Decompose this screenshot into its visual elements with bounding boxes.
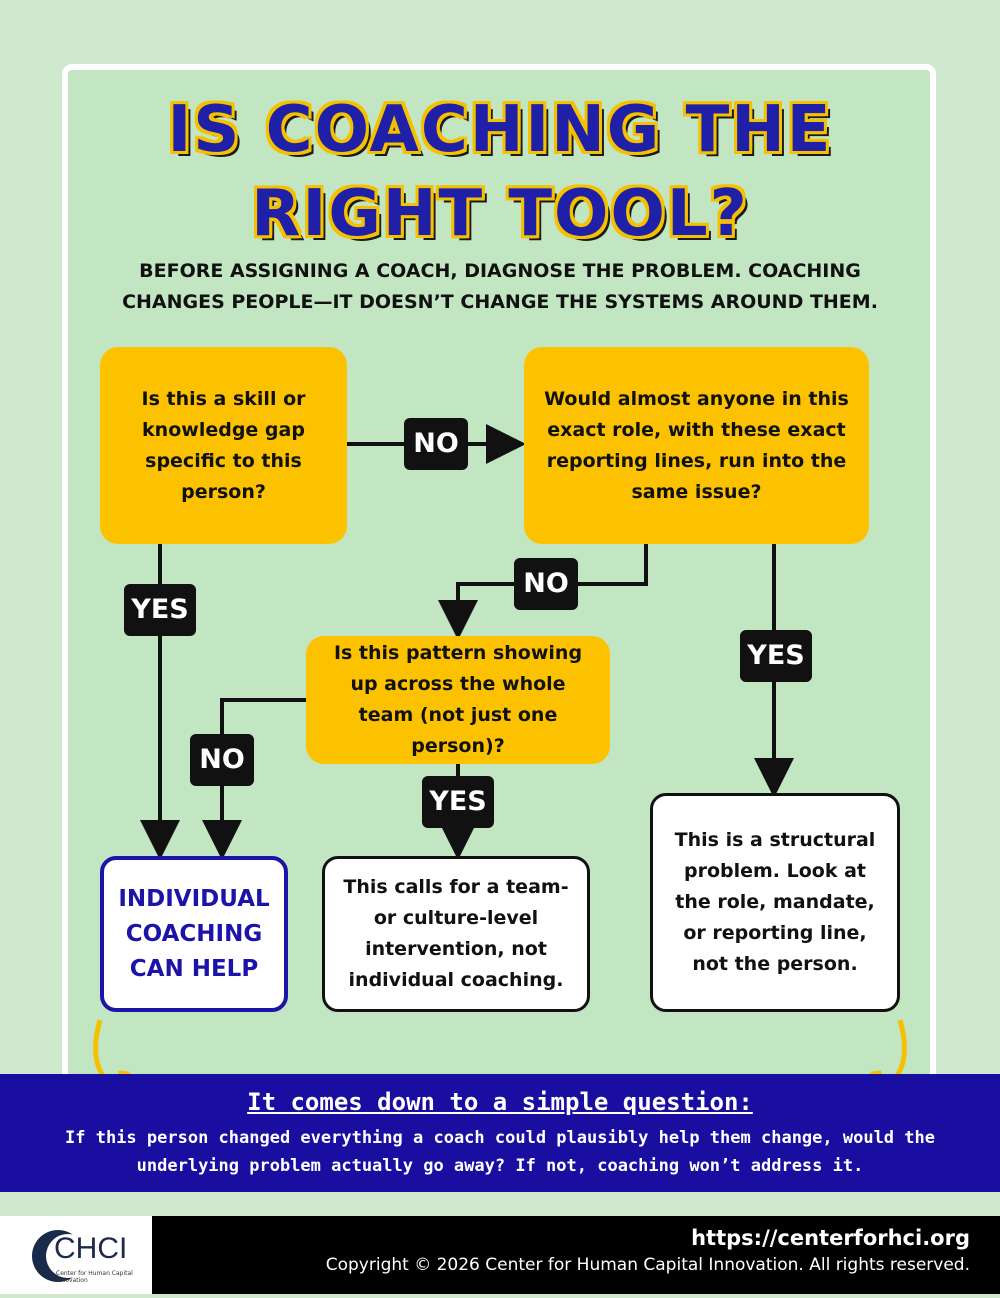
title-line-2: RIGHT TOOL? bbox=[251, 177, 749, 251]
label-no-2: NO bbox=[514, 558, 578, 610]
label-yes-2: YES bbox=[740, 630, 812, 682]
website-link[interactable]: https://centerforhci.org bbox=[691, 1226, 970, 1250]
label-no-1: NO bbox=[404, 418, 468, 470]
title-line-1: IS COACHING THE bbox=[167, 93, 833, 167]
band-text: If this person changed everything a coac… bbox=[65, 1128, 935, 1176]
label-yes-3: YES bbox=[422, 776, 494, 828]
label-no-3: NO bbox=[190, 734, 254, 786]
logo-circle-icon bbox=[32, 1230, 90, 1282]
question-role-issue: Would almost anyone in this exact role, … bbox=[524, 347, 869, 544]
question-team-pattern: Is this pattern showing up across the wh… bbox=[306, 636, 610, 764]
answer-individual-coaching: INDIVIDUAL COACHING CAN HELP bbox=[100, 856, 288, 1012]
logo-subtext: Center for Human Capital Innovation bbox=[56, 1270, 133, 1284]
answer-structural-problem: This is a structural problem. Look at th… bbox=[650, 793, 900, 1012]
question-skill-gap: Is this a skill or knowledge gap specifi… bbox=[100, 347, 347, 544]
logo-text: CHCI bbox=[54, 1232, 128, 1265]
subtitle-line-2: CHANGES PEOPLE—IT DOESN’T CHANGE THE SYS… bbox=[122, 291, 878, 313]
label-yes-1: YES bbox=[124, 584, 196, 636]
copyright-text: Copyright © 2026 Center for Human Capita… bbox=[325, 1255, 970, 1275]
footer-bar bbox=[0, 1216, 1000, 1294]
subtitle: BEFORE ASSIGNING A COACH, DIAGNOSE THE P… bbox=[60, 256, 940, 318]
arrow-q3-no bbox=[202, 698, 306, 860]
chci-logo: CHCI Center for Human Capital Innovation bbox=[0, 1216, 152, 1294]
question-band bbox=[0, 1074, 1000, 1192]
band-title: It comes down to a simple question: bbox=[247, 1088, 753, 1116]
answer-team-intervention: This calls for a team- or culture-level … bbox=[322, 856, 590, 1012]
subtitle-line-1: BEFORE ASSIGNING A COACH, DIAGNOSE THE P… bbox=[139, 260, 861, 282]
